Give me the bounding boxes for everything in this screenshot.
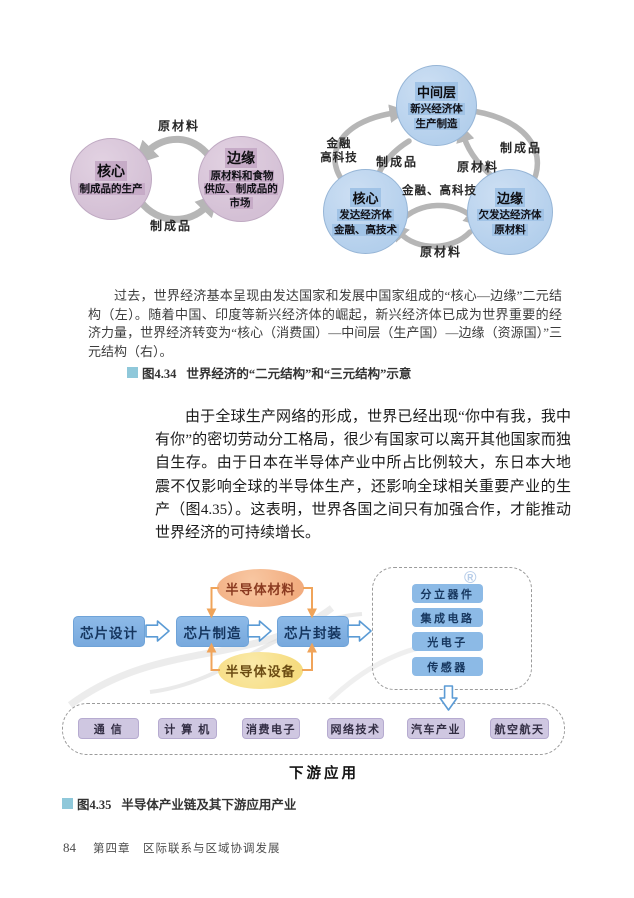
chevron-arrow-icon: [247, 620, 272, 642]
chevron-arrow-icon: [347, 620, 372, 642]
circle-subtitle: 金融、高技术: [332, 223, 399, 236]
downstream-box-automotive: 汽车产业: [407, 718, 465, 739]
product-box-discrete-devices: 分立器件: [412, 584, 483, 603]
label-materials-mid: 原材料: [457, 160, 500, 174]
caption-bullet-icon: [127, 367, 138, 378]
label-finance-hightech: 金融 高科技: [320, 138, 358, 164]
circle-periphery-right: 边缘 欠发达经济体 原材料: [467, 169, 553, 255]
circle-title: 边缘: [494, 188, 525, 207]
figure-number: 图4.35: [77, 798, 112, 812]
circle-core-left: 核心 制成品的生产: [70, 138, 152, 220]
circle-core-right: 核心 发达经济体 金融、高技术: [323, 169, 408, 254]
product-box-sensors: 传感器: [412, 657, 483, 676]
label-goods-left: 制成品: [376, 155, 419, 169]
ellipse-semiconductor-materials: 半导体材料: [217, 569, 304, 607]
chevron-arrow-icon: [145, 620, 170, 642]
ellipse-semiconductor-equipment: 半导体设备: [218, 652, 303, 689]
label-finance-hightech-mid: 金融、高科技: [402, 185, 477, 197]
circle-subtitle: 生产制造: [413, 117, 460, 130]
label-manufactured-goods-bottom: 制成品: [150, 219, 193, 233]
chain-box-chip-package: 芯片封装: [277, 616, 349, 647]
figure-434-caption: 图4.34 世界经济的“二元结构”和“三元结构”示意: [127, 363, 411, 382]
circle-title: 核心: [350, 187, 381, 207]
circle-title: 边缘: [225, 147, 257, 168]
caption-text: 世界经济的“二元结构”和“三元结构”示意: [186, 367, 412, 381]
circle-title: 核心: [95, 161, 127, 182]
body-paragraph: 由于全球生产网络的形成，世界已经出现“你中有我，我中有你”的密切劳动分工格局，很…: [155, 409, 571, 542]
circle-periphery-left: 边缘 原材料和食物供应、制成品的市场: [198, 136, 284, 222]
downstream-box-consumer-electronics: 消费电子: [242, 718, 300, 739]
product-box-optoelectronics: 光电子: [412, 632, 483, 651]
circle-middle-layer: 中间层 新兴经济体 生产制造: [396, 65, 477, 146]
figure-435-caption: 图4.35 半导体产业链及其下游应用产业: [62, 794, 296, 813]
downstream-box-aerospace: 航空航天: [490, 718, 549, 739]
product-box-integrated-circuits: 集成电路: [412, 608, 483, 627]
figure-note-text: 过去，世界经济基本呈现由发达国家和发展中国家组成的“核心—边缘”二元结构（左）。…: [88, 288, 562, 359]
registered-mark: ®: [464, 568, 477, 587]
circle-subtitle: 原材料: [492, 224, 528, 236]
chain-box-chip-design: 芯片设计: [73, 616, 145, 647]
circle-subtitle: 发达经济体: [337, 208, 394, 221]
chain-box-chip-manufacture: 芯片制造: [176, 616, 249, 647]
caption-text: 半导体产业链及其下游应用产业: [121, 798, 297, 812]
downstream-dashed-box: [62, 703, 565, 755]
circle-subtitle: 原材料和食物供应、制成品的市场: [204, 169, 278, 209]
circle-subtitle: 新兴经济体: [408, 102, 465, 115]
label-goods-right: 制成品: [500, 141, 543, 155]
circle-subtitle: 制成品的生产: [77, 183, 145, 196]
figure-number: 图4.34: [142, 367, 177, 381]
downstream-applications-label: 下游应用: [289, 766, 359, 782]
circle-subtitle: 欠发达经济体: [476, 209, 544, 221]
downstream-box-computers: 计 算 机: [158, 718, 217, 739]
label-materials-bottom: 原材料: [420, 245, 463, 259]
label-raw-materials-top: 原材料: [158, 119, 201, 133]
page-number: 84: [63, 840, 76, 855]
caption-bullet-icon: [62, 798, 73, 809]
page-footer: 84 第四章 区际联系与区域协调发展: [63, 840, 281, 856]
chapter-title: 第四章 区际联系与区域协调发展: [93, 843, 281, 855]
downstream-box-network-tech: 网络技术: [327, 718, 384, 739]
circle-title: 中间层: [414, 81, 458, 101]
downstream-box-telecom: 通 信: [78, 718, 139, 739]
